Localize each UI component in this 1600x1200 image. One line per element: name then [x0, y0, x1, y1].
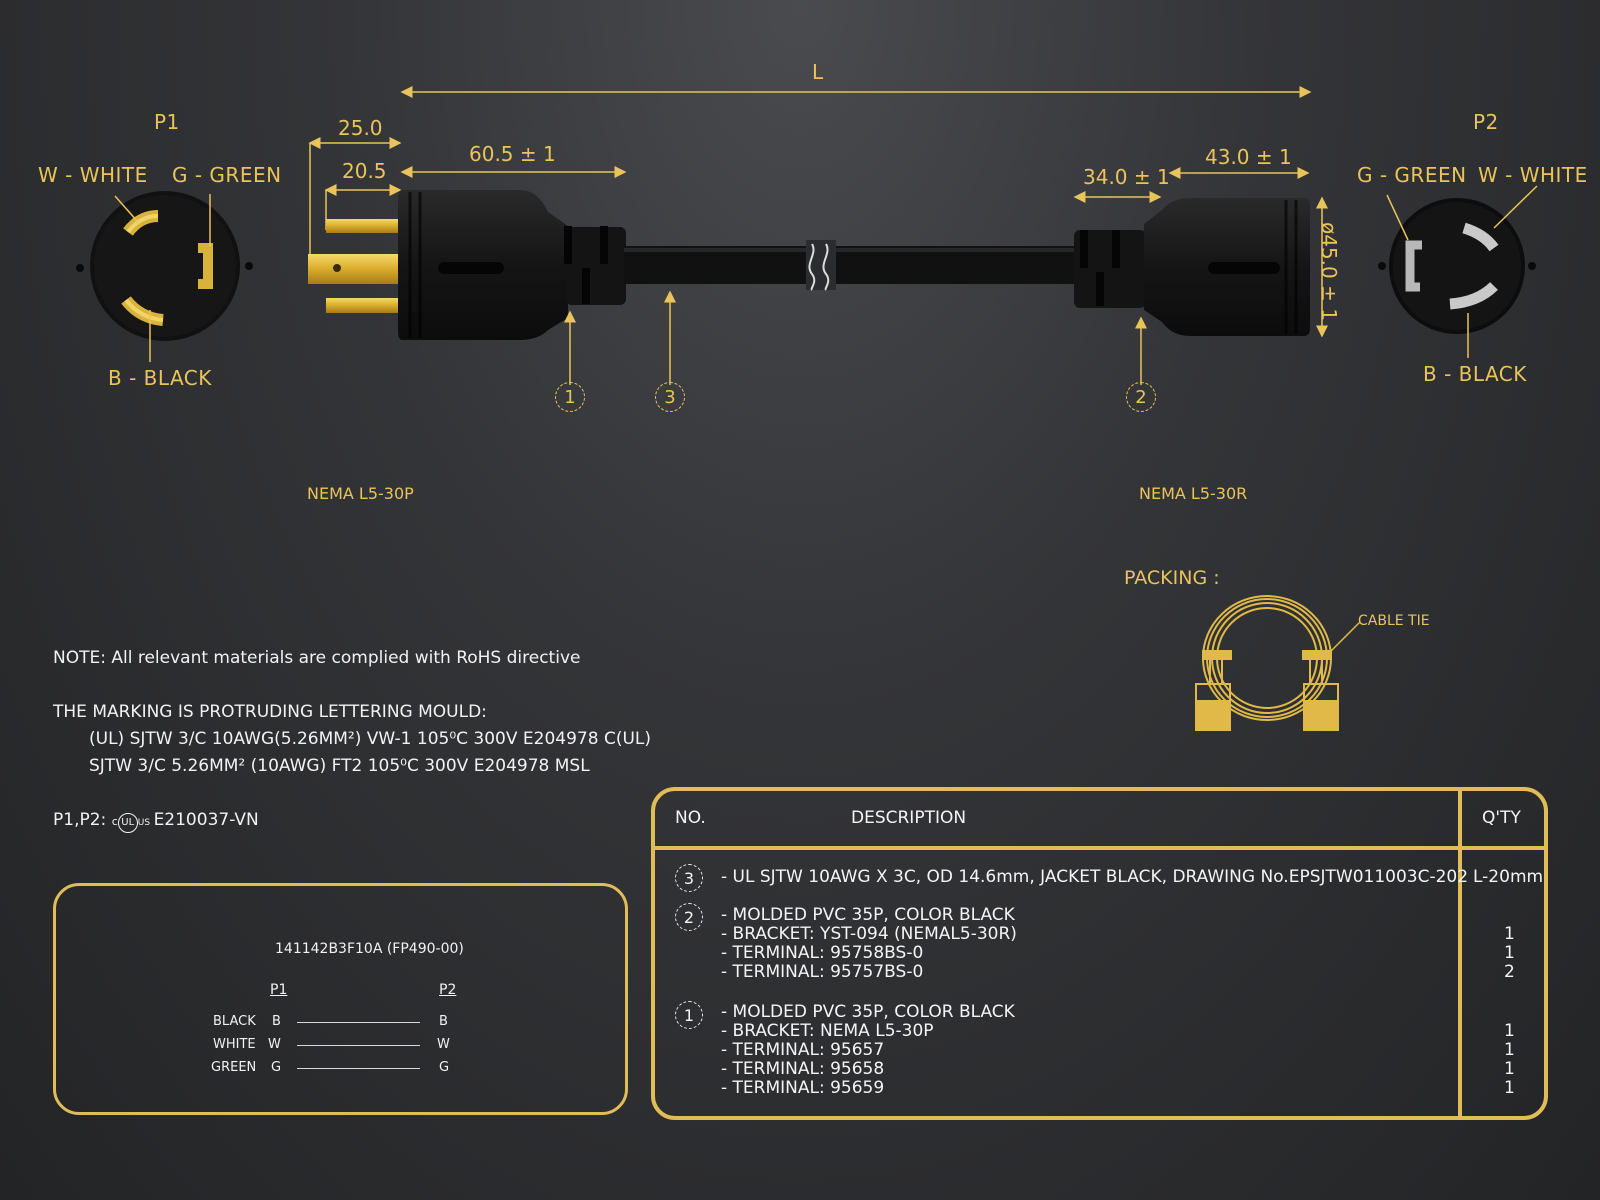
- bom-item-line: - TERMINAL: 95657: [721, 1040, 885, 1060]
- bom-item-line: - TERMINAL: 95758BS-0: [721, 943, 924, 963]
- p1-white-label: W - WHITE: [38, 163, 148, 187]
- packing-coil-drawing: [1195, 595, 1361, 731]
- callout-3: 3: [655, 382, 685, 412]
- bom-item-qty: 1: [1504, 1021, 1515, 1041]
- wiring-row-p1: W: [268, 1037, 281, 1052]
- wire-line: [297, 1068, 420, 1069]
- bom-item-line: - BRACKET: YST-094 (NEMAL5-30R): [721, 924, 1017, 944]
- wiring-row-p2: G: [439, 1060, 450, 1075]
- wiring-row-color: GREEN: [211, 1060, 257, 1075]
- dim-25-label: 25.0: [338, 116, 383, 140]
- p2-green-label: G - GREEN: [1357, 163, 1467, 187]
- wiring-p2-header: P2: [439, 982, 457, 998]
- bom-col-qty: Q'TY: [1482, 808, 1521, 828]
- bom-item-qty: 1: [1504, 1078, 1515, 1098]
- wiring-row-color: WHITE: [213, 1037, 256, 1052]
- bom-item-qty: 1: [1504, 943, 1515, 963]
- p1-title: P1: [154, 110, 180, 134]
- p1-model-label: NEMA L5-30P: [307, 484, 414, 503]
- wire-line: [297, 1045, 420, 1046]
- callout-1: 1: [555, 382, 585, 412]
- p1-black-label: B - BLACK: [108, 366, 212, 390]
- bom-item-line: - TERMINAL: 95757BS-0: [721, 962, 924, 982]
- p2-receptacle-body: [1074, 198, 1310, 336]
- callout-2: 2: [1126, 382, 1156, 412]
- wiring-diagram-box: 141142B3F10A (FP490-00) P1 P2 BLACK B B …: [53, 883, 628, 1115]
- p1-plug-face: [76, 191, 253, 362]
- cable-tie-label: CABLE TIE: [1358, 613, 1430, 629]
- p2-title: P2: [1473, 110, 1499, 134]
- bom-item-qty: 2: [1504, 962, 1515, 982]
- p2-white-label: W - WHITE: [1478, 163, 1588, 187]
- marking-title: THE MARKING IS PROTRUDING LETTERING MOUL…: [53, 702, 487, 722]
- dim-60-5-label: 60.5 ± 1: [469, 142, 556, 166]
- wiring-row-p1: G: [271, 1060, 282, 1075]
- bom-col-no: NO.: [675, 808, 706, 828]
- p2-model-label: NEMA L5-30R: [1139, 484, 1248, 503]
- dim-45-label: ø45.0 ± 1: [1317, 222, 1341, 321]
- cable-jacket: [624, 246, 1074, 284]
- wiring-p1-header: P1: [270, 982, 288, 998]
- bom-item-line: - UL SJTW 10AWG X 3C, OD 14.6mm, JACKET …: [721, 867, 1469, 887]
- bom-item-qty: 1: [1504, 1040, 1515, 1060]
- wiring-row-p2: W: [437, 1037, 450, 1052]
- bom-item-line: - MOLDED PVC 35P, COLOR BLACK: [721, 1002, 1015, 1022]
- wiring-row-color: BLACK: [213, 1014, 256, 1029]
- bom-item-qty: L-20mm: [1473, 867, 1544, 887]
- marking-line-1: (UL) SJTW 3/C 10AWG(5.26MM²) VW-1 105⁰C …: [89, 729, 651, 749]
- bom-item-line: - TERMINAL: 95659: [721, 1078, 885, 1098]
- dim-20-5-label: 20.5: [342, 159, 387, 183]
- bom-item-line: - TERMINAL: 95658: [721, 1059, 885, 1079]
- bom-divider: [1458, 791, 1462, 1116]
- bom-col-description: DESCRIPTION: [851, 808, 967, 828]
- dim-43-label: 43.0 ± 1: [1205, 145, 1292, 169]
- bom-item-line: - MOLDED PVC 35P, COLOR BLACK: [721, 905, 1015, 925]
- p1-plug-body: [308, 190, 626, 340]
- cert-prefix: P1,P2:: [53, 810, 107, 830]
- bom-item-number: 3: [675, 864, 703, 892]
- dim-34-label: 34.0 ± 1: [1083, 165, 1170, 189]
- p2-receptacle-face: [1378, 185, 1538, 358]
- bom-item-number: 1: [675, 1001, 703, 1029]
- packing-title: PACKING :: [1124, 567, 1220, 589]
- wiring-row-p2: B: [439, 1014, 448, 1029]
- wire-line: [297, 1022, 420, 1023]
- cert-number: E210037-VN: [153, 810, 259, 830]
- wiring-part-number: 141142B3F10A (FP490-00): [275, 941, 464, 957]
- bom-item-qty: 1: [1504, 1059, 1515, 1079]
- bom-table: NO. DESCRIPTION Q'TY 3 - UL SJTW 10AWG X…: [651, 787, 1548, 1120]
- bom-item-qty: 1: [1504, 924, 1515, 944]
- bom-item-line: - BRACKET: NEMA L5-30P: [721, 1021, 934, 1041]
- p2-black-label: B - BLACK: [1423, 362, 1527, 386]
- bom-header: [655, 791, 1544, 850]
- dim-L-label: L: [812, 60, 824, 84]
- p1-green-label: G - GREEN: [172, 163, 282, 187]
- bom-item-number: 2: [675, 903, 703, 931]
- marking-line-2: SJTW 3/C 5.26MM² (10AWG) FT2 105⁰C 300V …: [89, 756, 590, 776]
- wiring-row-p1: B: [272, 1014, 281, 1029]
- rohs-note: NOTE: All relevant materials are complie…: [53, 648, 581, 668]
